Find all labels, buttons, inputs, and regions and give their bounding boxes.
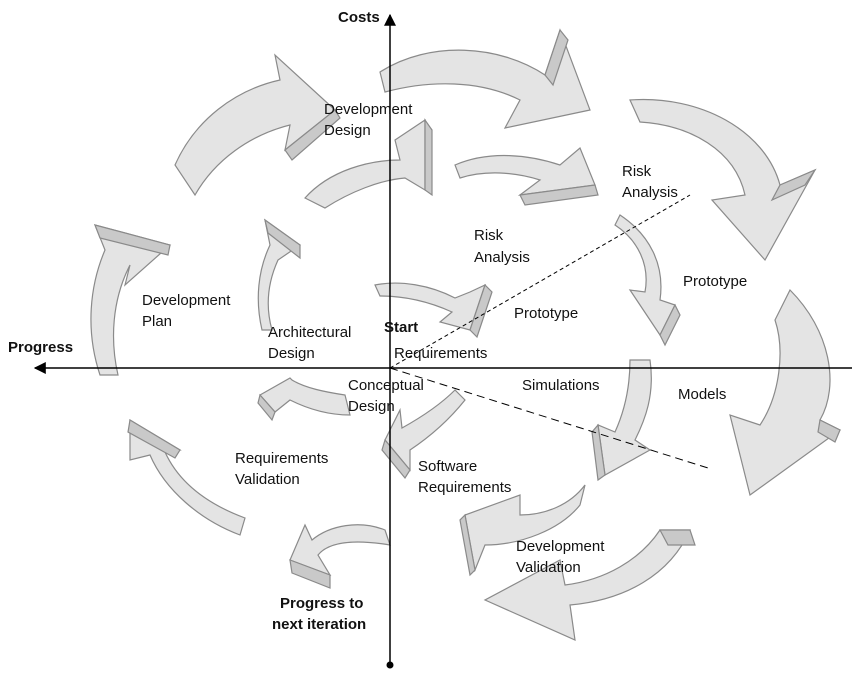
conceptual-design-label-line2: Design <box>348 398 395 415</box>
development-validation-label-line2: Validation <box>516 559 581 576</box>
dashed-line-upper <box>389 194 691 369</box>
requirements-label: Requirements <box>394 345 488 362</box>
risk-analysis-inner-label-line2: Analysis <box>474 249 530 266</box>
spiral-arrow-left-lower <box>127 418 246 536</box>
costs-axis-label: Costs <box>338 9 380 26</box>
spiral-arrow-lowerright <box>591 359 652 482</box>
progress-axis-label: Progress <box>8 339 74 356</box>
progress-next-iteration-label-line2: next iteration <box>272 616 367 633</box>
spiral-arrow-inner-right <box>614 214 681 347</box>
axes <box>33 13 852 669</box>
spiral-arrow-center-low <box>381 389 466 480</box>
spiral-arrow-center-lowerleft <box>257 377 351 422</box>
spiral-arrow-topleft-outer <box>174 53 341 197</box>
development-design-label-line1: Development <box>324 101 413 118</box>
spiral-arrow-center <box>374 282 493 339</box>
models-label: Models <box>678 386 727 403</box>
start-label: Start <box>384 319 419 336</box>
conceptual-design-label-line1: Conceptual <box>348 377 424 394</box>
spiral-arrow-top-outer <box>379 28 591 129</box>
software-requirements-label-line1: Software <box>418 458 478 475</box>
guide-lines <box>389 194 709 469</box>
development-plan-label-line1: Development <box>142 292 231 309</box>
dashed-line-lower <box>389 367 709 469</box>
development-plan-label-line2: Plan <box>142 313 173 330</box>
spiral-arrow-inner-left <box>257 218 302 331</box>
progress-next-iteration-label-line1: Progress to <box>280 595 364 612</box>
risk-analysis-outer-label-line2: Analysis <box>622 184 678 201</box>
development-validation-label-line1: Development <box>516 538 605 555</box>
risk-analysis-outer-label-line1: Risk <box>622 163 652 180</box>
spiral-arrow-lower-center-right <box>459 484 586 577</box>
architectural-design-label-line1: Architectural <box>268 324 352 341</box>
prototype-outer-label: Prototype <box>683 273 748 290</box>
software-requirements-label-line2: Requirements <box>418 479 512 496</box>
spiral-arrow-bottomright-outer <box>483 529 696 641</box>
architectural-design-label-line2: Design <box>268 345 315 362</box>
spiral-arrow-inner-topleft <box>304 118 433 209</box>
spiral-arrow-topright-outer <box>629 98 817 262</box>
vertical-axis-end-dot <box>386 661 394 669</box>
simulations-label: Simulations <box>522 377 600 394</box>
development-design-label-line2: Design <box>324 122 371 139</box>
prototype-inner-label: Prototype <box>514 305 579 322</box>
spiral-arrows <box>90 28 842 641</box>
requirements-validation-label-line1: Requirements <box>235 450 329 467</box>
spiral-arrow-inner-topright <box>454 147 599 206</box>
spiral-arrow-right-outer <box>729 288 842 497</box>
risk-analysis-inner-label-line1: Risk <box>474 227 504 244</box>
requirements-validation-label-line2: Validation <box>235 471 300 488</box>
spiral-arrow-left-outer <box>90 224 172 376</box>
spiral-arrow-bottom-left <box>289 523 391 589</box>
